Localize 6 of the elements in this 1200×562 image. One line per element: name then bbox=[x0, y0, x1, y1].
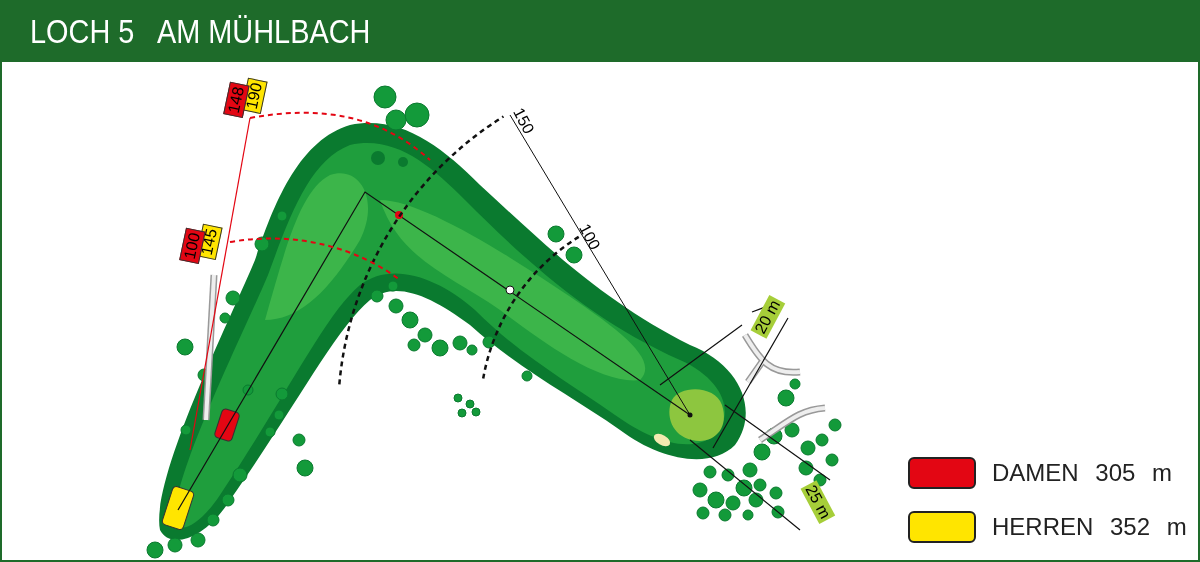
legend-label: HERREN 352 m bbox=[992, 512, 1187, 542]
distance-label: 100 bbox=[575, 220, 605, 255]
title: LOCH 5 AM MÜHLBACH bbox=[30, 10, 371, 52]
distance-label: 20 m bbox=[750, 295, 786, 339]
legend-label: DAMEN 305 m bbox=[992, 458, 1173, 488]
distance-label: 150 bbox=[509, 104, 539, 139]
